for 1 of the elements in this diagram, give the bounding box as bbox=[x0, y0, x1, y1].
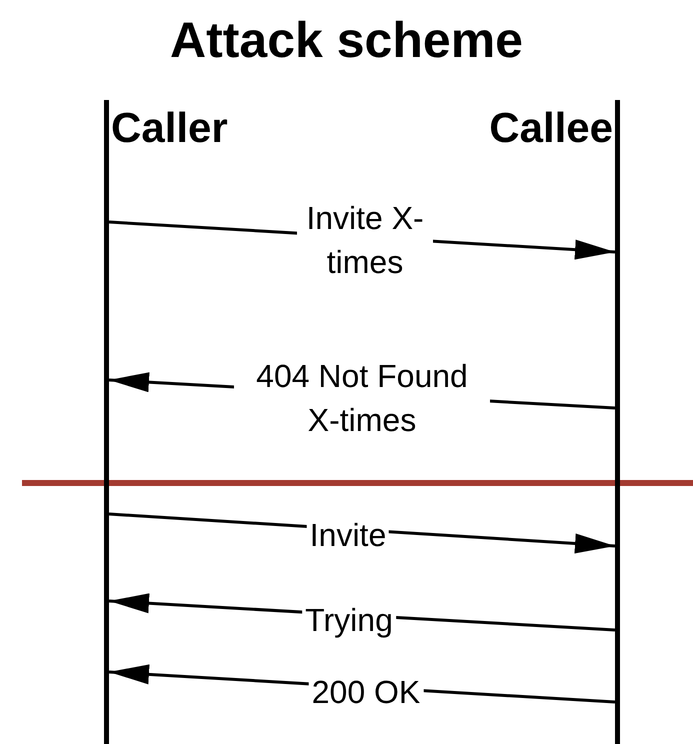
diagram-title: Attack scheme bbox=[169, 11, 524, 70]
